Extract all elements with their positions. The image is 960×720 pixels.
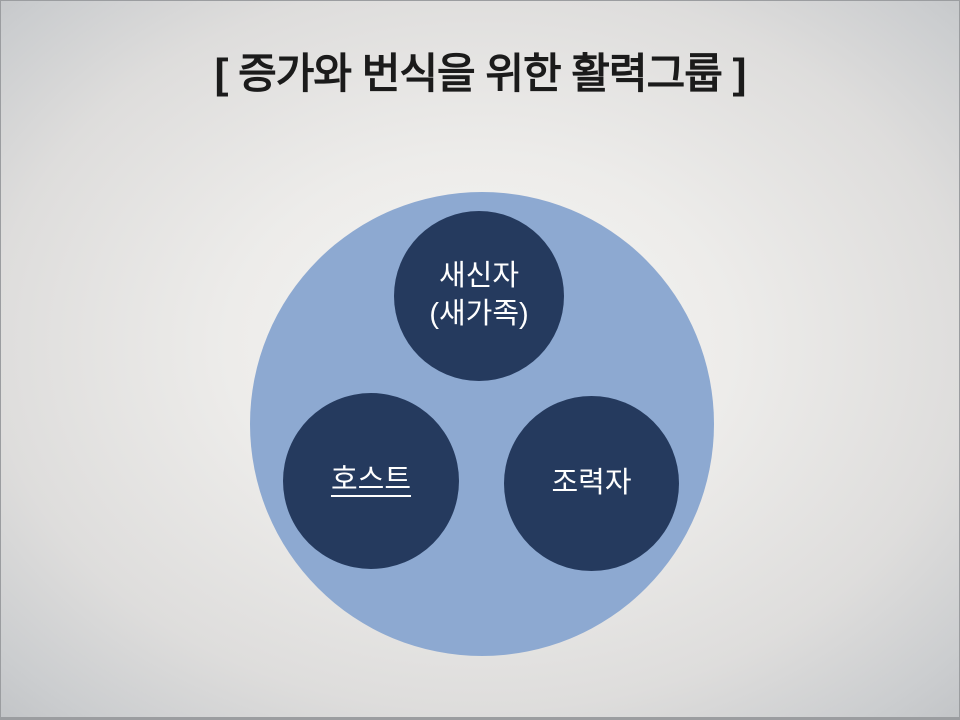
circle-new-believer-label: 새신자 (새가족) xyxy=(429,260,529,330)
slide-title: [ 증가와 번식을 위한 활력그룹 ] xyxy=(214,50,747,97)
circle-helper-label: 조력자 xyxy=(551,466,632,499)
circle-helper: 조력자 xyxy=(504,396,679,571)
circle-new-believer: 새신자 (새가족) xyxy=(394,211,564,381)
circle-host-label: 호스트 xyxy=(330,464,412,497)
circle-host: 호스트 xyxy=(283,393,459,569)
